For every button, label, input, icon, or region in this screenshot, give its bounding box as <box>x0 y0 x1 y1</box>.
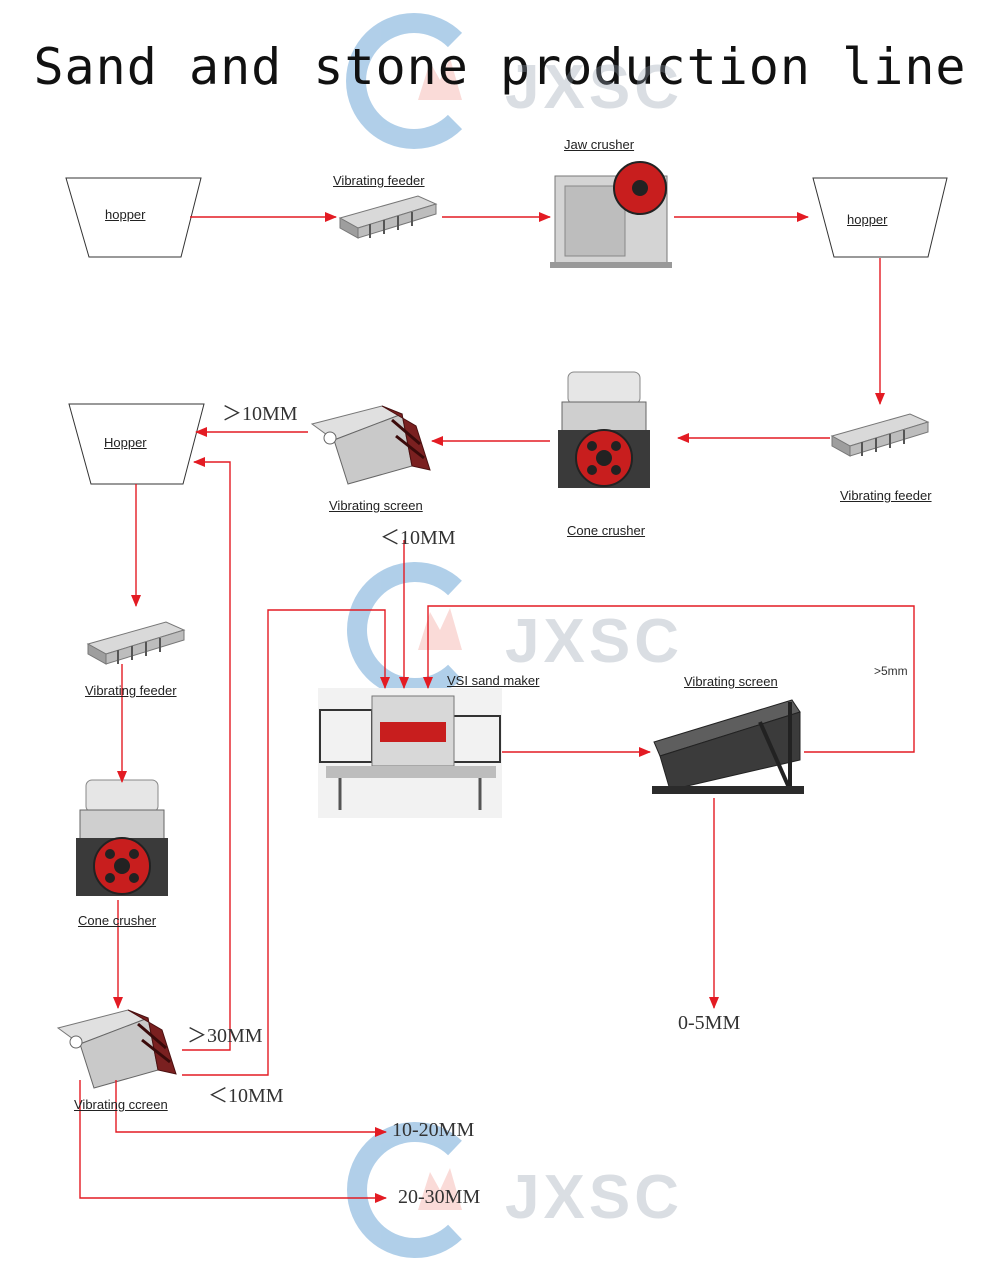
size-label-gt-30mm: ＞30MM <box>187 1019 263 1048</box>
label-vsi-sand-maker: VSI sand maker <box>447 673 540 688</box>
label-vibrating-screen-1: Vibrating screen <box>329 498 423 513</box>
label-cone-crusher-1: Cone crusher <box>567 523 645 538</box>
logo-watermark-middle <box>357 572 462 688</box>
label-hopper-2: hopper <box>847 212 887 227</box>
label-hopper-1: hopper <box>105 207 145 222</box>
label-vibrating-feeder-2: Vibrating feeder <box>840 488 932 503</box>
size-label-gt-5mm: >5mm <box>874 664 908 678</box>
flow-screen2-undersize-to-vsi <box>182 610 385 1075</box>
label-vibrating-feeder-3: Vibrating feeder <box>85 683 177 698</box>
vibrating-screen-1-illustration <box>312 406 430 484</box>
vibrating-screen-3-illustration <box>652 700 804 794</box>
size-label-20-30mm: 20-30MM <box>398 1186 480 1209</box>
size-label-lt-10mm-upper: ＜10MM <box>380 521 456 550</box>
jaw-crusher-illustration <box>550 162 672 268</box>
size-label-gt-10mm: ＞10MM <box>222 397 298 426</box>
watermark-text-bottom: JXSC <box>505 1162 683 1233</box>
flow-screen2-oversize-return <box>182 462 230 1050</box>
cone-crusher-2-illustration <box>76 780 168 896</box>
vibrating-feeder-1-illustration <box>340 196 436 238</box>
vsi-sand-maker-illustration <box>318 688 502 818</box>
page-title: Sand and stone production line <box>0 38 1000 96</box>
watermark-text-middle: JXSC <box>505 606 683 677</box>
label-vibrating-screen-2: Vibrating ccreen <box>74 1097 168 1112</box>
label-cone-crusher-2: Cone crusher <box>78 913 156 928</box>
vibrating-screen-2-illustration <box>58 1010 176 1088</box>
size-label-0-5mm: 0-5MM <box>678 1012 740 1035</box>
size-label-10-20mm: 10-20MM <box>392 1119 474 1142</box>
label-hopper-3: Hopper <box>104 435 147 450</box>
watermark-text-top: JXSC <box>505 52 683 123</box>
vibrating-feeder-3-illustration <box>88 622 184 664</box>
vibrating-feeder-2-illustration <box>832 414 928 456</box>
label-vibrating-feeder-1: Vibrating feeder <box>333 173 425 188</box>
label-jaw-crusher: Jaw crusher <box>564 137 634 152</box>
cone-crusher-1-illustration <box>558 372 650 488</box>
label-vibrating-screen-3: Vibrating screen <box>684 674 778 689</box>
size-label-lt-10mm-lower: ＜10MM <box>208 1079 284 1108</box>
